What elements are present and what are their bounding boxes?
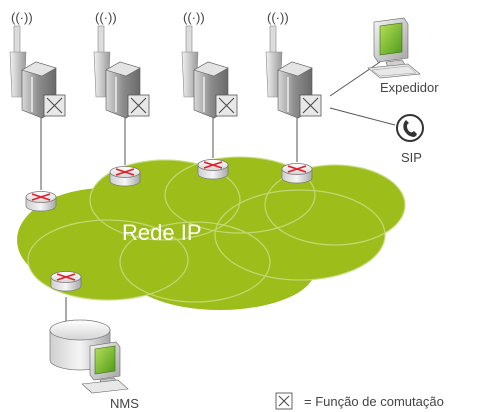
router-2 xyxy=(109,166,141,187)
switching-function-icon xyxy=(43,94,66,117)
computer-icon xyxy=(81,341,129,394)
switching-function-icon xyxy=(275,392,293,410)
switching-function-icon xyxy=(215,94,238,117)
expedidor-computer: Expedidor xyxy=(367,17,439,95)
nms-label: NMS xyxy=(110,396,139,411)
legend: = Função de comutação xyxy=(275,392,444,410)
router-3 xyxy=(197,159,229,180)
router-4 xyxy=(281,163,313,184)
router-icon xyxy=(25,191,57,212)
router-icon xyxy=(50,271,82,292)
base-station-1: ((·)) xyxy=(9,10,66,119)
antenna-signal-icon: ((·)) xyxy=(95,10,117,25)
antenna-signal-icon: ((·)) xyxy=(11,10,33,25)
computer-icon xyxy=(367,17,421,79)
expedidor-label: Expedidor xyxy=(380,80,439,95)
base-station-2: ((·)) xyxy=(93,10,150,119)
router-5 xyxy=(50,271,82,292)
legend-text: = Função de comutação xyxy=(304,394,444,409)
router-icon xyxy=(281,163,313,184)
sip-phone: SIP xyxy=(396,114,424,165)
sip-phone-icon xyxy=(396,114,424,142)
connection-lines xyxy=(40,61,396,338)
link-switch-sip xyxy=(329,107,396,126)
router-1 xyxy=(25,191,57,212)
sip-label: SIP xyxy=(401,150,422,165)
network-label: Rede IP xyxy=(122,220,202,245)
antenna-signal-icon: ((·)) xyxy=(267,10,289,25)
router-icon xyxy=(197,159,229,180)
link-switch-expedidor xyxy=(329,61,381,97)
switching-function-icon xyxy=(127,94,150,117)
base-station-3: ((·)) xyxy=(181,10,238,119)
antenna-signal-icon: ((·)) xyxy=(183,10,205,25)
nms-station: NMS xyxy=(49,319,139,411)
base-station-4: ((·)) xyxy=(265,10,322,119)
switching-function-icon xyxy=(299,94,322,117)
router-icon xyxy=(109,166,141,187)
